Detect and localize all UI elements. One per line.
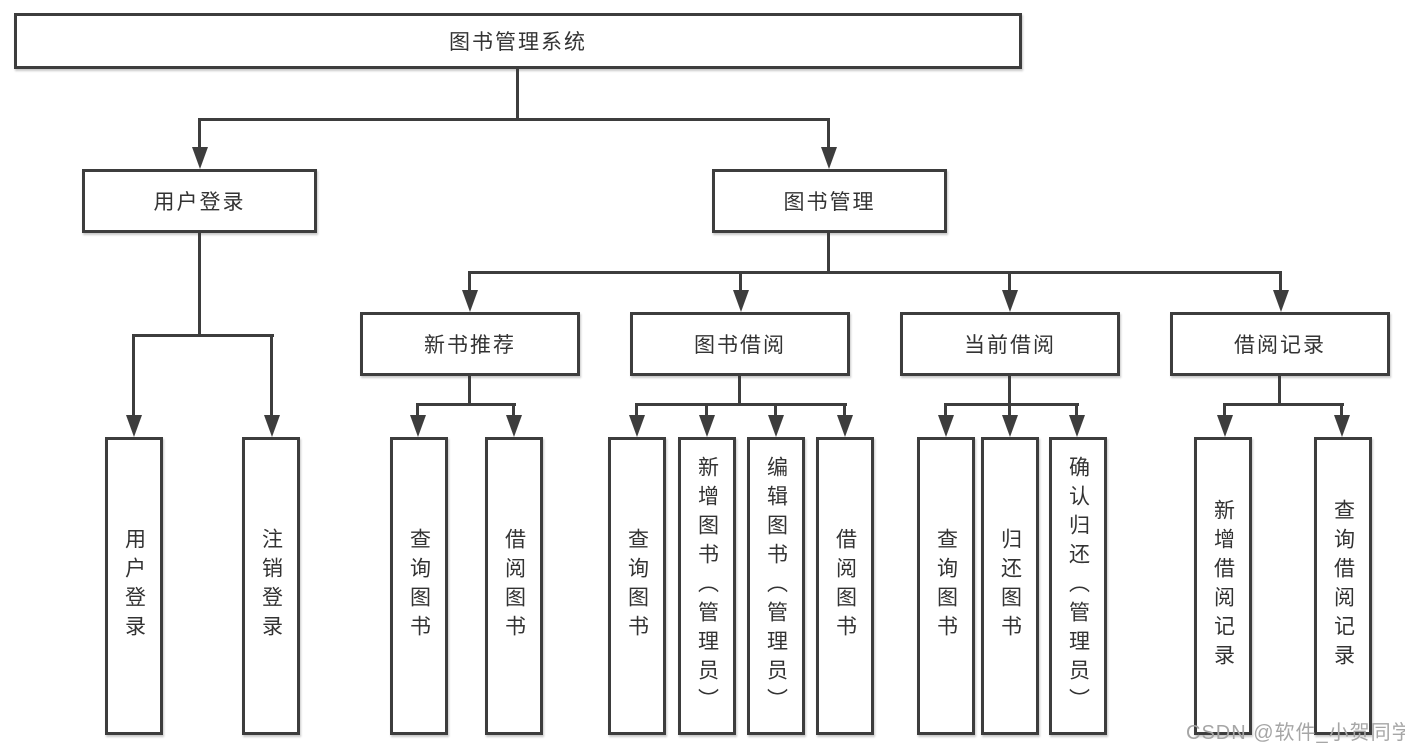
arrowhead-down-icon [733,290,749,312]
connector-line [468,376,471,406]
leaf-records-add-record: 新增借阅记录 [1194,437,1252,735]
node-label: 用户登录 [153,191,246,214]
arrowhead-down-icon [126,415,142,437]
connector-line [468,271,1282,274]
connector-line [944,403,947,416]
leaf-current-query-books: 查询图书 [917,437,975,735]
connector-line [635,403,638,416]
node-label: 新增图书（管理员） [695,455,719,717]
leaf-logout-login: 注销登录 [242,437,300,735]
leaf-user-login: 用户登录 [105,437,163,735]
connector-line [1008,376,1011,406]
connector-line [739,271,742,292]
node-book-borrowing: 图书借阅 [630,312,850,376]
arrowhead-down-icon [1217,415,1233,437]
arrowhead-down-icon [1069,415,1085,437]
node-label: 查询图书 [625,528,649,644]
node-label: 查询图书 [934,528,958,644]
connector-line [1008,403,1011,416]
arrowhead-down-icon [821,147,837,169]
leaf-recommend-borrow-books: 借阅图书 [485,437,543,735]
arrowhead-down-icon [768,415,784,437]
node-label: 图书借阅 [694,334,786,357]
arrowhead-down-icon [629,415,645,437]
arrowhead-down-icon [506,415,522,437]
node-label: 注销登录 [259,528,283,644]
node-label: 编辑图书（管理员） [764,455,788,717]
connector-line [468,271,471,292]
connector-line [416,403,516,406]
arrowhead-down-icon [1002,290,1018,312]
connector-line [1223,403,1344,406]
connector-line [738,376,741,406]
node-new-book-recommendation: 新书推荐 [360,312,580,376]
csdn-watermark: CSDN @软件_小贺同学 [1186,722,1405,744]
node-label: 查询图书 [407,528,431,644]
connector-line [635,403,847,406]
arrowhead-down-icon [1334,415,1350,437]
node-user-login: 用户登录 [82,169,317,233]
arrowhead-down-icon [192,147,208,169]
leaf-records-query-record: 查询借阅记录 [1314,437,1372,735]
connector-line [198,118,201,150]
leaf-borrowing-add-books-admin: 新增图书（管理员） [678,437,736,735]
arrowhead-down-icon [1002,415,1018,437]
leaf-borrowing-query-books: 查询图书 [608,437,666,735]
leaf-current-confirm-return-admin: 确认归还（管理员） [1049,437,1107,735]
connector-line [132,334,135,416]
leaf-recommend-query-books: 查询图书 [390,437,448,735]
node-label: 新增借阅记录 [1211,499,1235,673]
connector-line [944,403,1079,406]
arrowhead-down-icon [1273,290,1289,312]
connector-line [1008,271,1011,292]
connector-line [1223,403,1226,416]
node-label: 用户登录 [122,528,146,644]
node-library-management-system: 图书管理系统 [14,13,1022,69]
connector-line [827,233,830,274]
connector-line [1278,376,1281,406]
node-book-management: 图书管理 [712,169,947,233]
connector-line [827,118,830,150]
leaf-borrowing-edit-books-admin: 编辑图书（管理员） [747,437,805,735]
connector-line [774,403,777,416]
arrowhead-down-icon [699,415,715,437]
node-label: 新书推荐 [424,334,516,357]
arrowhead-down-icon [264,415,280,437]
connector-line [512,403,515,416]
node-current-borrowing: 当前借阅 [900,312,1120,376]
node-label: 借阅图书 [833,528,857,644]
connector-line [198,233,201,337]
node-label: 归还图书 [998,528,1022,644]
node-label: 图书管理系统 [449,31,587,54]
connector-line [198,118,830,121]
connector-line [132,334,274,337]
node-label: 当前借阅 [964,334,1056,357]
connector-line [843,403,846,416]
connector-line [1340,403,1343,416]
node-label: 查询借阅记录 [1331,499,1355,673]
arrowhead-down-icon [410,415,426,437]
arrowhead-down-icon [462,290,478,312]
connector-line [705,403,708,416]
node-label: 借阅图书 [502,528,526,644]
arrowhead-down-icon [837,415,853,437]
leaf-borrowing-borrow-books: 借阅图书 [816,437,874,735]
connector-line [1075,403,1078,416]
node-label: 借阅记录 [1234,334,1326,357]
connector-line [516,69,519,120]
connector-line [270,334,273,416]
node-borrowing-records: 借阅记录 [1170,312,1390,376]
connector-line [416,403,419,416]
node-label: 确认归还（管理员） [1066,455,1090,717]
connector-line [1279,271,1282,292]
node-label: 图书管理 [783,191,876,214]
arrowhead-down-icon [938,415,954,437]
leaf-current-return-books: 归还图书 [981,437,1039,735]
